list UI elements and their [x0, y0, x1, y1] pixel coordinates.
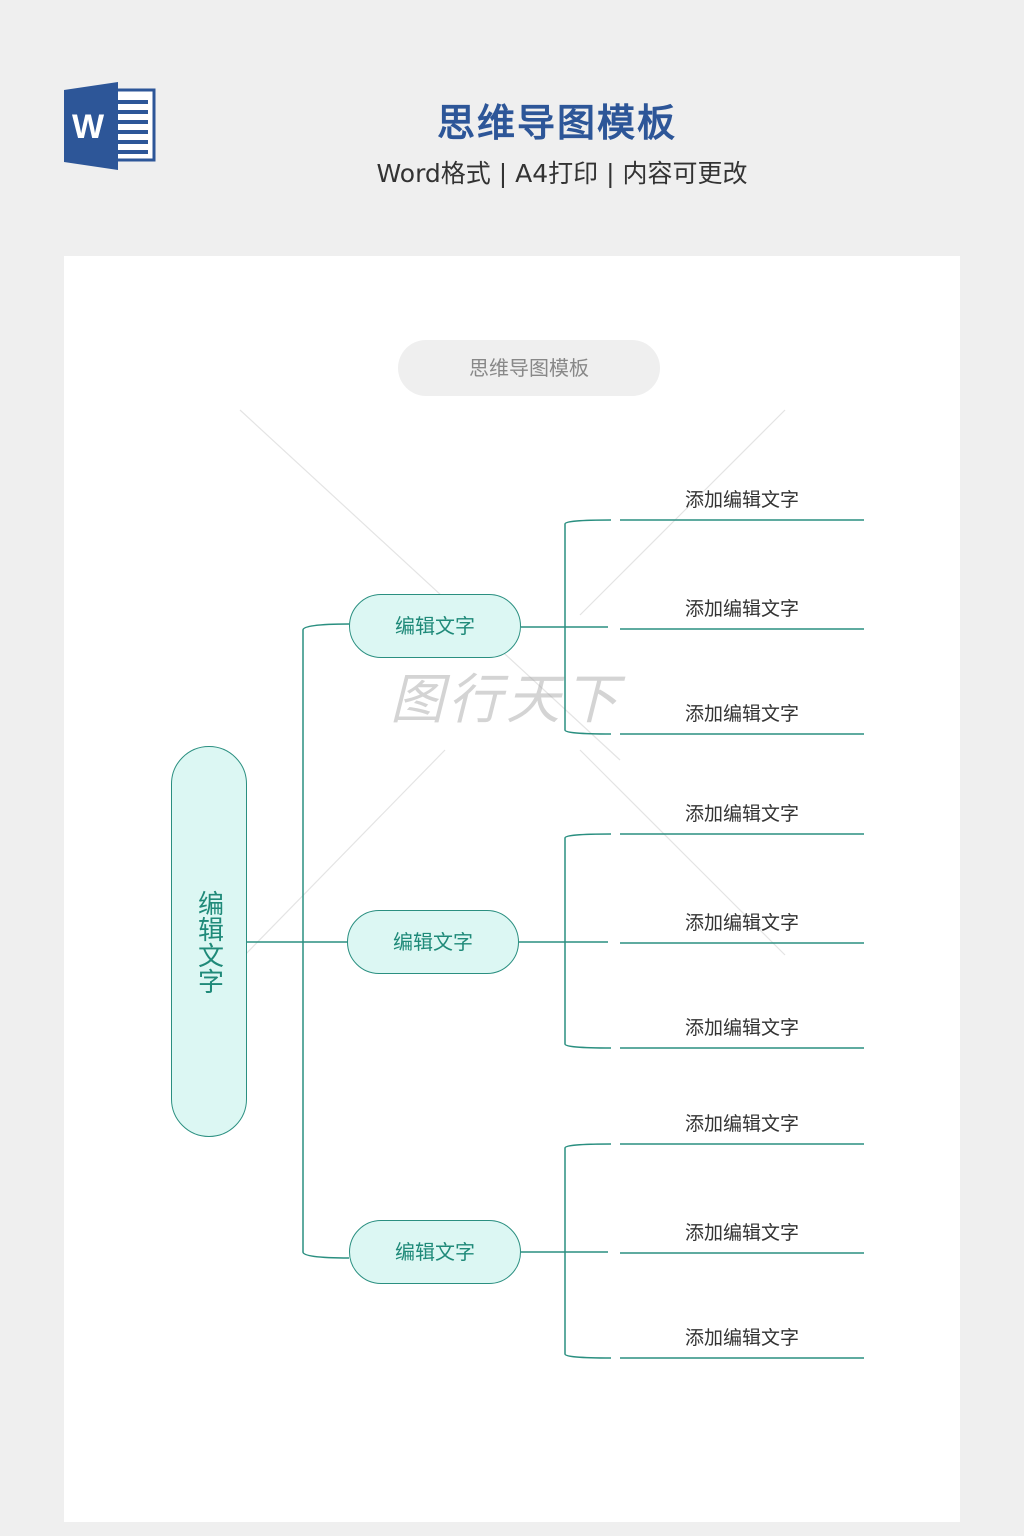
leaf-node[interactable]: 添加编辑文字 — [684, 1113, 799, 1135]
leaf-node[interactable]: 添加编辑文字 — [684, 1017, 799, 1039]
document-title: 思维导图模板 — [398, 340, 660, 396]
leaf-node[interactable]: 添加编辑文字 — [684, 489, 799, 511]
page-title: 思维导图模板 — [436, 101, 677, 145]
leaf-node[interactable]: 添加编辑文字 — [684, 803, 799, 825]
page-subtitle: Word格式 | A4打印 | 内容可更改 — [376, 159, 748, 188]
leaf-node[interactable]: 添加编辑文字 — [684, 1327, 799, 1349]
leaf-node[interactable]: 添加编辑文字 — [684, 1222, 799, 1244]
root-node[interactable]: 编辑文字 — [171, 746, 247, 1137]
leaf-node[interactable]: 添加编辑文字 — [684, 912, 799, 934]
leaf-node[interactable]: 添加编辑文字 — [684, 598, 799, 620]
branch-node[interactable]: 编辑文字 — [347, 910, 519, 974]
branch-node[interactable]: 编辑文字 — [349, 1220, 521, 1284]
watermark: 图行天下 — [390, 668, 622, 731]
word-icon: W — [64, 82, 156, 170]
leaf-node[interactable]: 添加编辑文字 — [684, 703, 799, 725]
root-node-label: 编辑文字 — [193, 889, 224, 994]
svg-text:W: W — [72, 108, 105, 146]
branch-node[interactable]: 编辑文字 — [349, 594, 521, 658]
